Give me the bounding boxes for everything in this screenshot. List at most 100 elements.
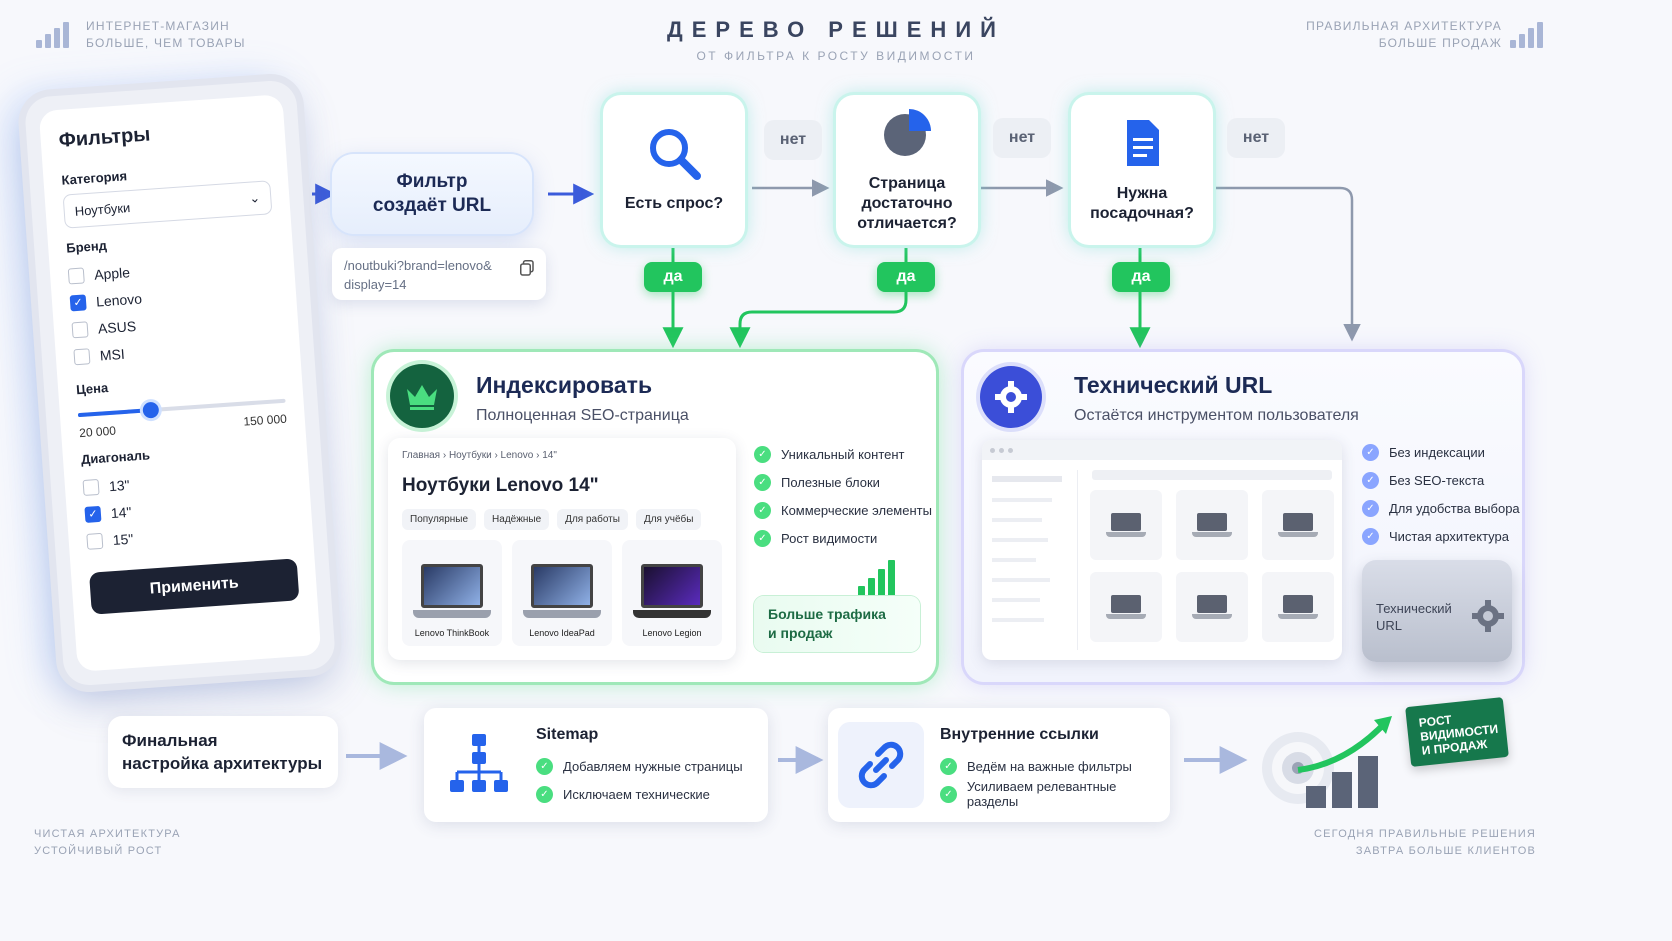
question-label: отличается? bbox=[857, 215, 957, 232]
check-icon: ✓ bbox=[754, 473, 771, 491]
tag-chip[interactable]: Популярные bbox=[402, 509, 477, 530]
filter-creates-url-node: Фильтр создаёт URL bbox=[332, 154, 532, 234]
yes-badge: да bbox=[1112, 262, 1170, 292]
search-icon bbox=[647, 126, 701, 180]
checkbox-checked[interactable]: ✓ bbox=[69, 293, 87, 311]
box-label: URL bbox=[1376, 618, 1403, 633]
yes-badge: да bbox=[644, 262, 702, 292]
filter-panel-title: Фильтры bbox=[58, 123, 152, 152]
category-select[interactable]: Ноутбуки ⌄ bbox=[62, 180, 273, 229]
laptop-icon bbox=[413, 564, 491, 618]
gear-icon bbox=[980, 366, 1042, 428]
growth-flag: РОСТ ВИДИМОСТИ И ПРОДАЖ bbox=[1405, 697, 1509, 767]
page-title: ДЕРЕВО РЕШЕНИЙ bbox=[667, 17, 1005, 42]
page-subtitle: ОТ ФИЛЬТРА К РОСТУ ВИДИМОСТИ bbox=[696, 49, 976, 63]
header-right-text: ПРАВИЛЬНАЯ АРХИТЕКТУРА БОЛЬШЕ ПРОДАЖ bbox=[1306, 18, 1502, 52]
question-node-landing: Нужна посадочная? bbox=[1071, 95, 1213, 245]
internal-links-card: Внутренние ссылки ✓Ведём на важные фильт… bbox=[828, 708, 1170, 822]
catalog-app-preview bbox=[982, 440, 1342, 660]
technical-panel-subtitle: Остаётся инструментом пользователя bbox=[1074, 407, 1359, 424]
more-traffic-line: Больше трафика bbox=[768, 606, 886, 622]
header-right-line2: БОЛЬШЕ ПРОДАЖ bbox=[1378, 36, 1502, 50]
chevron-down-icon: ⌄ bbox=[248, 189, 261, 206]
no-badge: нет bbox=[764, 120, 822, 160]
slider-handle[interactable] bbox=[142, 401, 160, 419]
more-traffic-badge: Больше трафика и продаж bbox=[754, 596, 920, 652]
technical-checklist: ✓Без индексации ✓Без SEO-текста ✓Для удо… bbox=[1362, 438, 1520, 550]
check-icon: ✓ bbox=[1362, 471, 1379, 489]
product-card[interactable]: Lenovo Legion bbox=[622, 540, 722, 646]
growth-bars-icon bbox=[858, 558, 895, 596]
url-example: /noutbuki?brand=lenovo& display=14 bbox=[332, 248, 546, 300]
tag-chip[interactable]: Надёжные bbox=[484, 509, 550, 530]
final-setup-line: Финальная bbox=[122, 731, 218, 750]
more-traffic-line: и продаж bbox=[768, 625, 833, 641]
grid-product bbox=[1262, 572, 1334, 642]
check-icon: ✓ bbox=[1362, 499, 1379, 517]
technical-panel-title: Технический URL bbox=[1074, 372, 1273, 398]
footer-right-text: СЕГОДНЯ ПРАВИЛЬНЫЕ РЕШЕНИЯ ЗАВТРА БОЛЬШЕ… bbox=[1314, 826, 1536, 860]
tag-chip[interactable]: Для учёбы bbox=[635, 509, 702, 530]
checkbox[interactable] bbox=[82, 478, 100, 496]
laptop-icon bbox=[1192, 595, 1232, 619]
question-label: посадочная? bbox=[1090, 205, 1194, 222]
document-icon bbox=[1115, 116, 1169, 170]
seo-page-preview: Главная › Ноутбуки › Lenovo › 14" Ноутбу… bbox=[388, 438, 736, 660]
no-badge: нет bbox=[1227, 118, 1285, 158]
tag-chip[interactable]: Для работы bbox=[557, 509, 628, 530]
index-panel-title: Индексировать bbox=[476, 372, 653, 398]
checklist-item: ✓Исключаем технические bbox=[536, 780, 743, 808]
checkbox[interactable] bbox=[71, 320, 89, 338]
checklist-item: ✓Добавляем нужные страницы bbox=[536, 752, 743, 780]
header-left-line1: ИНТЕРНЕТ-МАГАЗИН bbox=[86, 19, 230, 33]
crown-icon bbox=[390, 364, 454, 428]
growth-target-icon bbox=[1262, 716, 1392, 808]
box-label: Технический bbox=[1376, 601, 1452, 616]
grid-product bbox=[1090, 572, 1162, 642]
index-panel-subtitle: Полноценная SEO-страница bbox=[476, 407, 689, 424]
checklist-item: ✓Ведём на важные фильтры bbox=[940, 752, 1170, 780]
footer-right-line1: СЕГОДНЯ ПРАВИЛЬНЫЕ РЕШЕНИЯ bbox=[1313, 828, 1536, 840]
checklist-item: ✓Рост видимости bbox=[754, 524, 932, 552]
grid-product bbox=[1176, 572, 1248, 642]
chart-bars-icon bbox=[1510, 20, 1543, 48]
grid-product bbox=[1090, 490, 1162, 560]
question-label: достаточно bbox=[861, 195, 953, 212]
index-checklist: ✓Уникальный контент ✓Полезные блоки ✓Ком… bbox=[754, 440, 932, 552]
internal-links-title: Внутренние ссылки bbox=[940, 726, 1099, 743]
node-label-line: Фильтр bbox=[396, 171, 468, 192]
product-card[interactable]: Lenovo ThinkBook bbox=[402, 540, 502, 646]
page-title-block: ДЕРЕВО РЕШЕНИЙ ОТ ФИЛЬТРА К РОСТУ ВИДИМО… bbox=[0, 17, 1672, 63]
grid-product bbox=[1176, 490, 1248, 560]
question-node-differs: Страница достаточно отличается? bbox=[836, 95, 978, 245]
product-card[interactable]: Lenovo IdeaPad bbox=[512, 540, 612, 646]
copy-icon[interactable] bbox=[520, 260, 534, 276]
preview-heading: Ноутбуки Lenovo 14" bbox=[402, 475, 599, 496]
grid-product bbox=[1262, 490, 1334, 560]
laptop-icon bbox=[633, 564, 711, 618]
checklist-item: ✓Полезные блоки bbox=[754, 468, 932, 496]
header-left-text: ИНТЕРНЕТ-МАГАЗИН БОЛЬШЕ, ЧЕМ ТОВАРЫ bbox=[86, 18, 246, 52]
no-badge: нет bbox=[993, 118, 1051, 158]
checkbox-checked[interactable]: ✓ bbox=[84, 505, 102, 523]
checkbox[interactable] bbox=[67, 266, 85, 285]
check-icon: ✓ bbox=[754, 501, 771, 519]
question-node-demand: Есть спрос? bbox=[603, 95, 745, 245]
brand-option-label: MSI bbox=[99, 345, 126, 364]
checkbox[interactable] bbox=[86, 532, 104, 550]
diagonal-option-label: 13" bbox=[108, 476, 131, 494]
checklist-item: ✓Коммерческие элементы bbox=[754, 496, 932, 524]
url-line: display=14 bbox=[344, 277, 407, 292]
filter-panel: Фильтры Категория Ноутбуки ⌄ Бренд Apple… bbox=[23, 79, 337, 687]
laptop-icon bbox=[1106, 513, 1146, 537]
footer-right-line2: ЗАВТРА БОЛЬШЕ КЛИЕНТОВ bbox=[1355, 845, 1536, 857]
check-icon: ✓ bbox=[536, 757, 553, 775]
check-icon: ✓ bbox=[536, 785, 553, 803]
url-line: /noutbuki?brand=lenovo& bbox=[344, 258, 492, 273]
checkbox[interactable] bbox=[73, 347, 91, 365]
checklist-item: ✓Без SEO-текста bbox=[1362, 466, 1520, 494]
node-label-line: создаёт URL bbox=[372, 195, 492, 216]
check-icon: ✓ bbox=[940, 785, 957, 803]
footer-left-text: ЧИСТАЯ АРХИТЕКТУРА УСТОЙЧИВЫЙ РОСТ bbox=[34, 826, 181, 860]
apply-button[interactable]: Применить bbox=[89, 558, 300, 615]
